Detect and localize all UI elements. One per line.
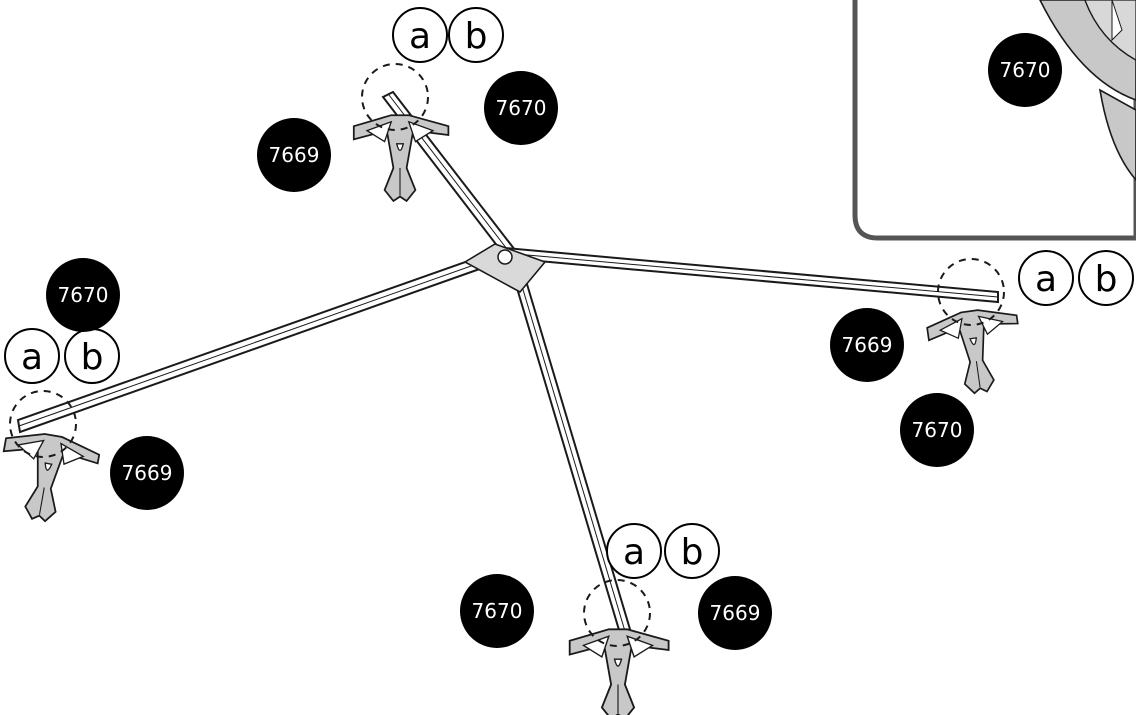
step-letter-b: b (681, 532, 704, 573)
connection-circle-left (9, 390, 77, 458)
part-badge-inset-7670: 7670 (988, 33, 1062, 107)
step-letter-b: b (1095, 259, 1118, 300)
part-badge-left-7670: 7670 (46, 258, 120, 332)
step-letters-left: a b (4, 328, 120, 384)
step-letter-b: b (81, 337, 104, 378)
part-badge-top-7670: 7670 (484, 71, 558, 145)
connection-circle-right (937, 258, 1005, 326)
connection-highlights (9, 63, 1005, 647)
part-badge-left-7669: 7669 (110, 436, 184, 510)
part-number-label: 7670 (1000, 58, 1051, 82)
step-letter-a: a (21, 337, 43, 378)
part-number-label: 7669 (710, 601, 761, 625)
part-number-label: 7670 (912, 418, 963, 442)
part-badge-bottom-7669: 7669 (698, 576, 772, 650)
part-badge-right-7670: 7670 (900, 393, 974, 467)
part-badge-right-7669: 7669 (830, 308, 904, 382)
step-letters-bottom: a b (606, 523, 720, 579)
part-number-label: 7669 (269, 143, 320, 167)
part-number-label: 7669 (842, 333, 893, 357)
detail-inset: 7670 (852, 0, 1136, 241)
part-number-label: 7670 (58, 283, 109, 307)
step-letters-right: a b (1018, 250, 1134, 306)
step-letter-a: a (623, 532, 645, 573)
bracket-bottom (568, 628, 670, 715)
connection-circle-bottom (583, 579, 651, 647)
part-number-label: 7670 (496, 96, 547, 120)
part-number-label: 7670 (472, 599, 523, 623)
step-letter-b: b (465, 16, 488, 57)
step-letter-a: a (1035, 259, 1057, 300)
part-number-label: 7669 (122, 461, 173, 485)
part-badge-top-7669: 7669 (257, 118, 331, 192)
step-letter-a: a (409, 16, 431, 57)
part-badge-bottom-7670: 7670 (460, 574, 534, 648)
connection-circle-top (361, 63, 429, 131)
step-letters-top: a b (392, 7, 504, 63)
bracket-right (924, 304, 1028, 400)
